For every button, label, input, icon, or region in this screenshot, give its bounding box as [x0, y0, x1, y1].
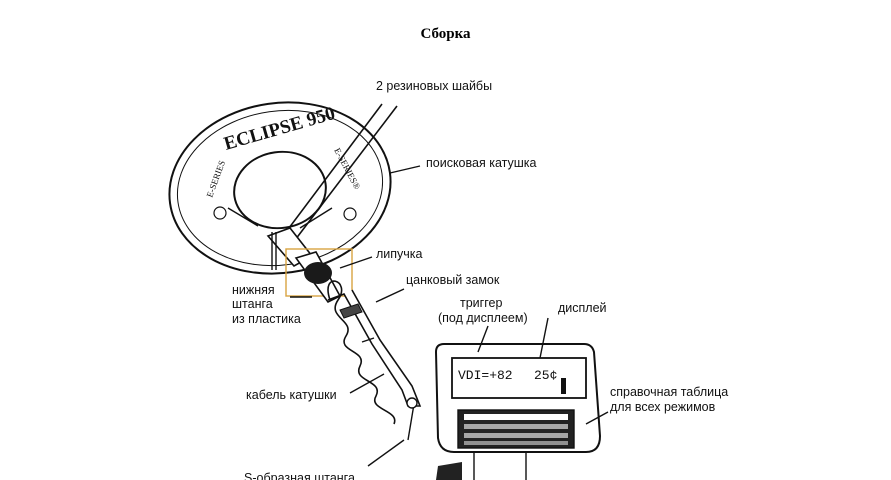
leader-lines	[339, 165, 609, 467]
label-display: дисплей	[558, 301, 607, 315]
display-value-text: 25¢	[534, 368, 557, 383]
coil-emblem-right	[343, 207, 357, 221]
label-ref-table-2: для всех режимов	[610, 400, 716, 414]
label-rubber-washers: 2 резиновых шайбы	[376, 79, 492, 93]
velcro-strap	[304, 262, 332, 284]
search-coil: ECLIPSE 950 E-SERIES E-SERIES®	[168, 101, 392, 275]
label-coil-cable: кабель катушки	[246, 388, 337, 402]
display-vdi-text: VDI=+82	[458, 368, 513, 383]
label-lower-shaft-3: из пластика	[232, 312, 301, 326]
label-lower-shaft-2: штанга	[232, 297, 273, 311]
label-ref-table-1: справочная таблица	[610, 385, 728, 399]
coil-emblem-left	[213, 206, 227, 220]
label-velcro: липучка	[376, 247, 423, 261]
label-trigger-2: (под дисплеем)	[438, 311, 528, 325]
velcro-highlight-box	[285, 248, 353, 297]
label-s-shaft: S-образная штанга	[244, 471, 355, 480]
label-lower-shaft-1: нижняя	[232, 283, 275, 297]
page-title: Сборка	[420, 26, 471, 42]
label-search-coil: поисковая катушка	[426, 156, 537, 170]
label-cam-lock: цанковый замок	[406, 273, 500, 287]
label-trigger-1: триггер	[460, 296, 502, 310]
s-shaft	[327, 280, 462, 480]
display-bar	[561, 378, 566, 394]
control-box: VDI=+82 25¢	[434, 343, 602, 480]
